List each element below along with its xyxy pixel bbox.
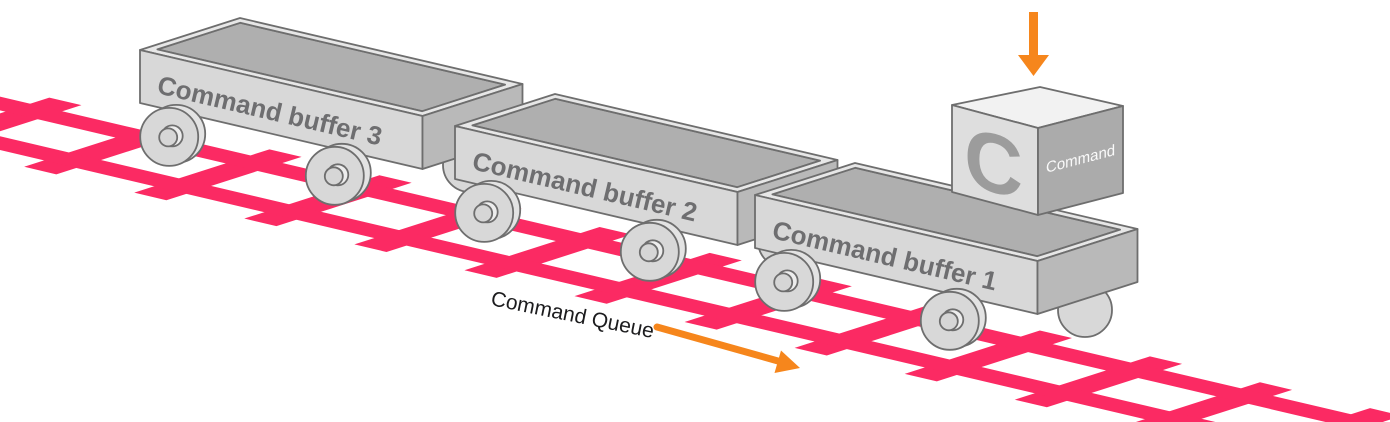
command-cube: C Command <box>951 86 1124 218</box>
cube-letter: C <box>964 108 1023 218</box>
queue-direction-arrow-icon <box>653 323 800 373</box>
cart-wheel <box>454 180 522 243</box>
cart-wheel <box>139 104 207 167</box>
cart-wheel <box>754 249 822 312</box>
track-front-rail <box>0 118 1390 422</box>
cart-wheel <box>619 218 687 282</box>
cube-right-face <box>1037 105 1124 216</box>
command-buffer-cart-1: Command buffer 1 <box>754 162 1139 351</box>
cart-wheel <box>304 142 372 206</box>
cart-wheel <box>919 287 987 351</box>
cart-end-face <box>1036 228 1139 315</box>
commit-down-arrow-icon <box>1018 12 1049 76</box>
command-buffer-cart-2: Command buffer 2 <box>454 93 839 282</box>
